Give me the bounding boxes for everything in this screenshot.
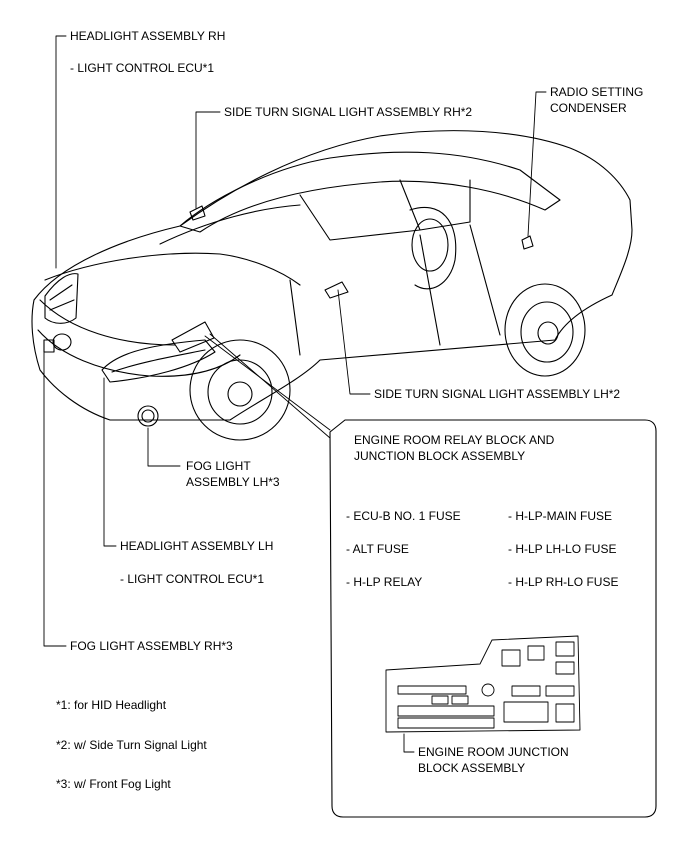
relay-box-title: ENGINE ROOM RELAY BLOCK AND JUNCTION BLO…: [354, 433, 555, 463]
callout-headlight-lh-ecu: - LIGHT CONTROL ECU*1: [120, 572, 265, 586]
callout-junction-block: ENGINE ROOM JUNCTION BLOCK ASSEMBLY: [418, 745, 569, 775]
footnote-2: *2: w/ Side Turn Signal Light: [56, 738, 207, 752]
relay-item-alt-fuse: - ALT FUSE: [346, 542, 409, 556]
car-illustration: [31, 130, 633, 441]
footnote-1: *1: for HID Headlight: [56, 698, 167, 712]
callout-fog-lh: FOG LIGHT ASSEMBLY LH*3: [186, 459, 280, 489]
callout-radio-condenser: RADIO SETTING CONDENSER: [550, 85, 644, 115]
callout-headlight-rh-ecu: - LIGHT CONTROL ECU*1: [70, 61, 215, 75]
callout-side-turn-lh: SIDE TURN SIGNAL LIGHT ASSEMBLY LH*2: [374, 387, 621, 401]
relay-item-h-lp-relay: - H-LP RELAY: [346, 575, 423, 589]
callout-headlight-rh: HEADLIGHT ASSEMBLY RH: [70, 29, 226, 43]
callout-fog-rh: FOG LIGHT ASSEMBLY RH*3: [70, 639, 233, 653]
callout-side-turn-rh: SIDE TURN SIGNAL LIGHT ASSEMBLY RH*2: [224, 105, 473, 119]
relay-item-h-lp-lh-lo-fuse: - H-LP LH-LO FUSE: [508, 542, 617, 556]
junction-block-drawing: [385, 635, 581, 733]
relay-item-ecu-b-fuse: - ECU-B NO. 1 FUSE: [346, 509, 461, 523]
footnote-3: *3: w/ Front Fog Light: [56, 777, 171, 791]
leader-lines: [43, 35, 547, 753]
relay-item-h-lp-rh-lo-fuse: - H-LP RH-LO FUSE: [508, 575, 619, 589]
relay-box-frame: [329, 419, 657, 818]
component-shapes: [43, 205, 534, 427]
relay-item-h-lp-main-fuse: - H-LP-MAIN FUSE: [508, 509, 613, 523]
callout-headlight-lh: HEADLIGHT ASSEMBLY LH: [120, 539, 274, 553]
